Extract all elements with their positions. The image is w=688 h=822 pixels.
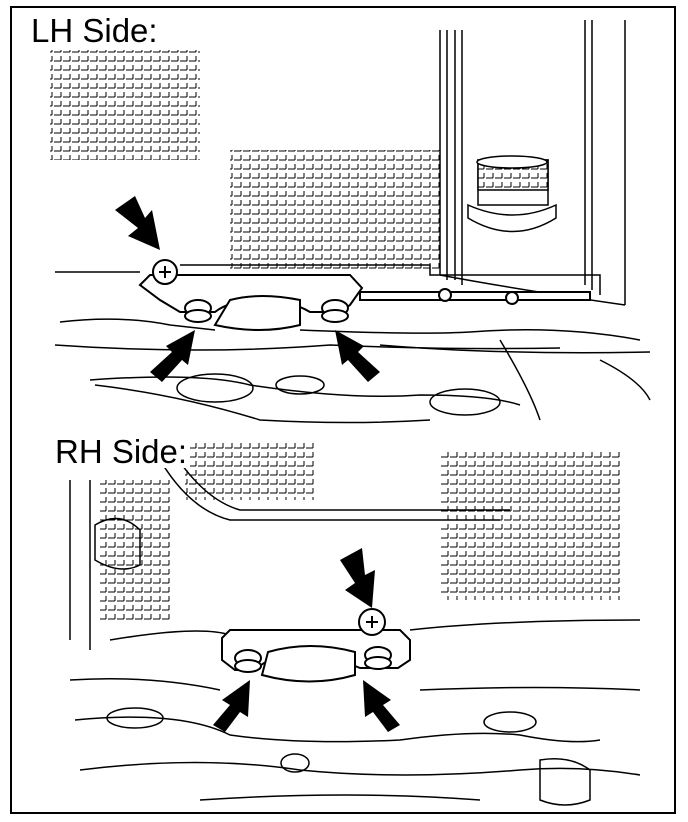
lh-arrow-bottom-right-icon xyxy=(335,330,380,382)
rh-side-label: RH Side: xyxy=(52,435,191,468)
rh-arrow-bottom-right-icon xyxy=(363,680,400,732)
lh-arrow-bottom-left-icon xyxy=(150,330,195,382)
rh-arrow-top-icon xyxy=(340,548,375,608)
lh-side-label: LH Side: xyxy=(28,14,161,47)
lh-arrow-top-icon xyxy=(115,196,160,250)
rh-cylinder-head xyxy=(69,619,641,806)
lh-plug xyxy=(467,155,557,233)
rh-bolt-top xyxy=(358,608,386,636)
rh-hatch-right xyxy=(440,450,620,600)
rh-bracket xyxy=(221,629,411,683)
lh-bolt-left xyxy=(184,299,212,323)
rh-side-diagram xyxy=(69,440,641,806)
lh-bolt-right xyxy=(321,299,349,323)
rh-bolt-left xyxy=(234,649,262,673)
rh-hatch-top xyxy=(185,440,315,500)
rh-arrow-bottom-left-icon xyxy=(213,680,250,732)
lh-side-diagram xyxy=(50,20,651,424)
lh-bolt-top xyxy=(152,259,178,285)
lh-vertical-column xyxy=(439,20,626,306)
rh-bolt-right xyxy=(364,646,392,670)
rh-hatch-left xyxy=(100,480,170,620)
lh-hatch-center xyxy=(230,150,440,270)
lh-cylinder-head xyxy=(54,264,651,424)
lh-hatch-upper-left xyxy=(50,50,200,160)
lh-bracket xyxy=(138,274,591,331)
